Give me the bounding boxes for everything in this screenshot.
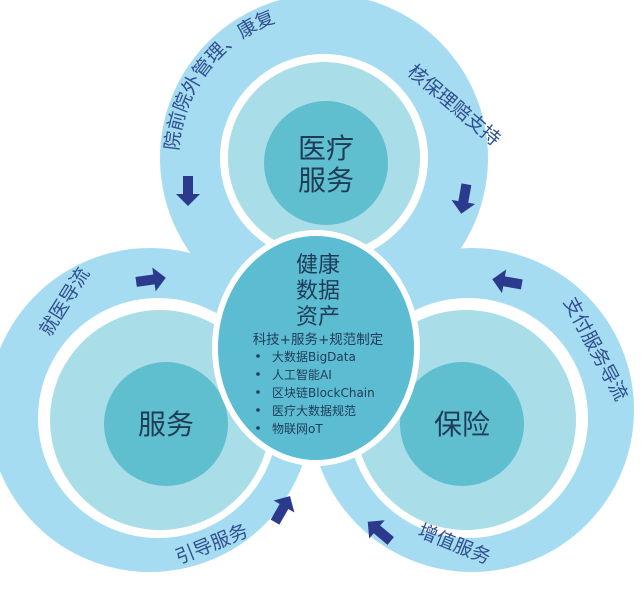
bullet-3 xyxy=(256,390,260,394)
core-item-3: 区块链BlockChain xyxy=(272,385,375,400)
arrow-down-right-icon xyxy=(451,183,476,214)
core-item-1: 大数据BigData xyxy=(272,349,356,364)
arrow-left-icon xyxy=(492,269,523,294)
core-tagline: 科技+服务+规范制定 xyxy=(253,332,384,348)
arrow-up-right-icon xyxy=(270,496,295,525)
core-title-line-3: 资产 xyxy=(296,305,340,330)
bullet-5 xyxy=(256,426,260,430)
flow-arrows xyxy=(135,176,523,545)
arrow-right-icon xyxy=(135,267,166,292)
inner-disc-insurance xyxy=(400,362,524,486)
arrow-down-left-icon xyxy=(176,176,200,206)
bullet-1 xyxy=(256,354,260,358)
core-item-4: 医疗大数据规范 xyxy=(272,403,356,418)
core-disc xyxy=(218,236,414,460)
bullet-2 xyxy=(256,372,260,376)
inner-disc-medical xyxy=(264,101,388,225)
node-label-medical-line-2: 服务 xyxy=(298,164,354,197)
core-item-5: 物联网oT xyxy=(272,422,323,436)
node-label-service: 服务 xyxy=(138,408,194,441)
core: 健康 数据 资产 科技+服务+规范制定 大数据BigData 人工智能AI 区块… xyxy=(212,230,420,466)
arrow-up-left-icon xyxy=(367,520,394,545)
inner-disc-service xyxy=(104,362,228,486)
core-item-2: 人工智能AI xyxy=(272,367,332,382)
inner-discs xyxy=(104,101,524,486)
node-label-medical-line-1: 医疗 xyxy=(298,132,354,165)
bullet-4 xyxy=(256,408,260,412)
core-title-line-1: 健康 xyxy=(296,253,340,278)
node-label-insurance: 保险 xyxy=(434,408,490,441)
core-title-line-2: 数据 xyxy=(296,279,340,304)
